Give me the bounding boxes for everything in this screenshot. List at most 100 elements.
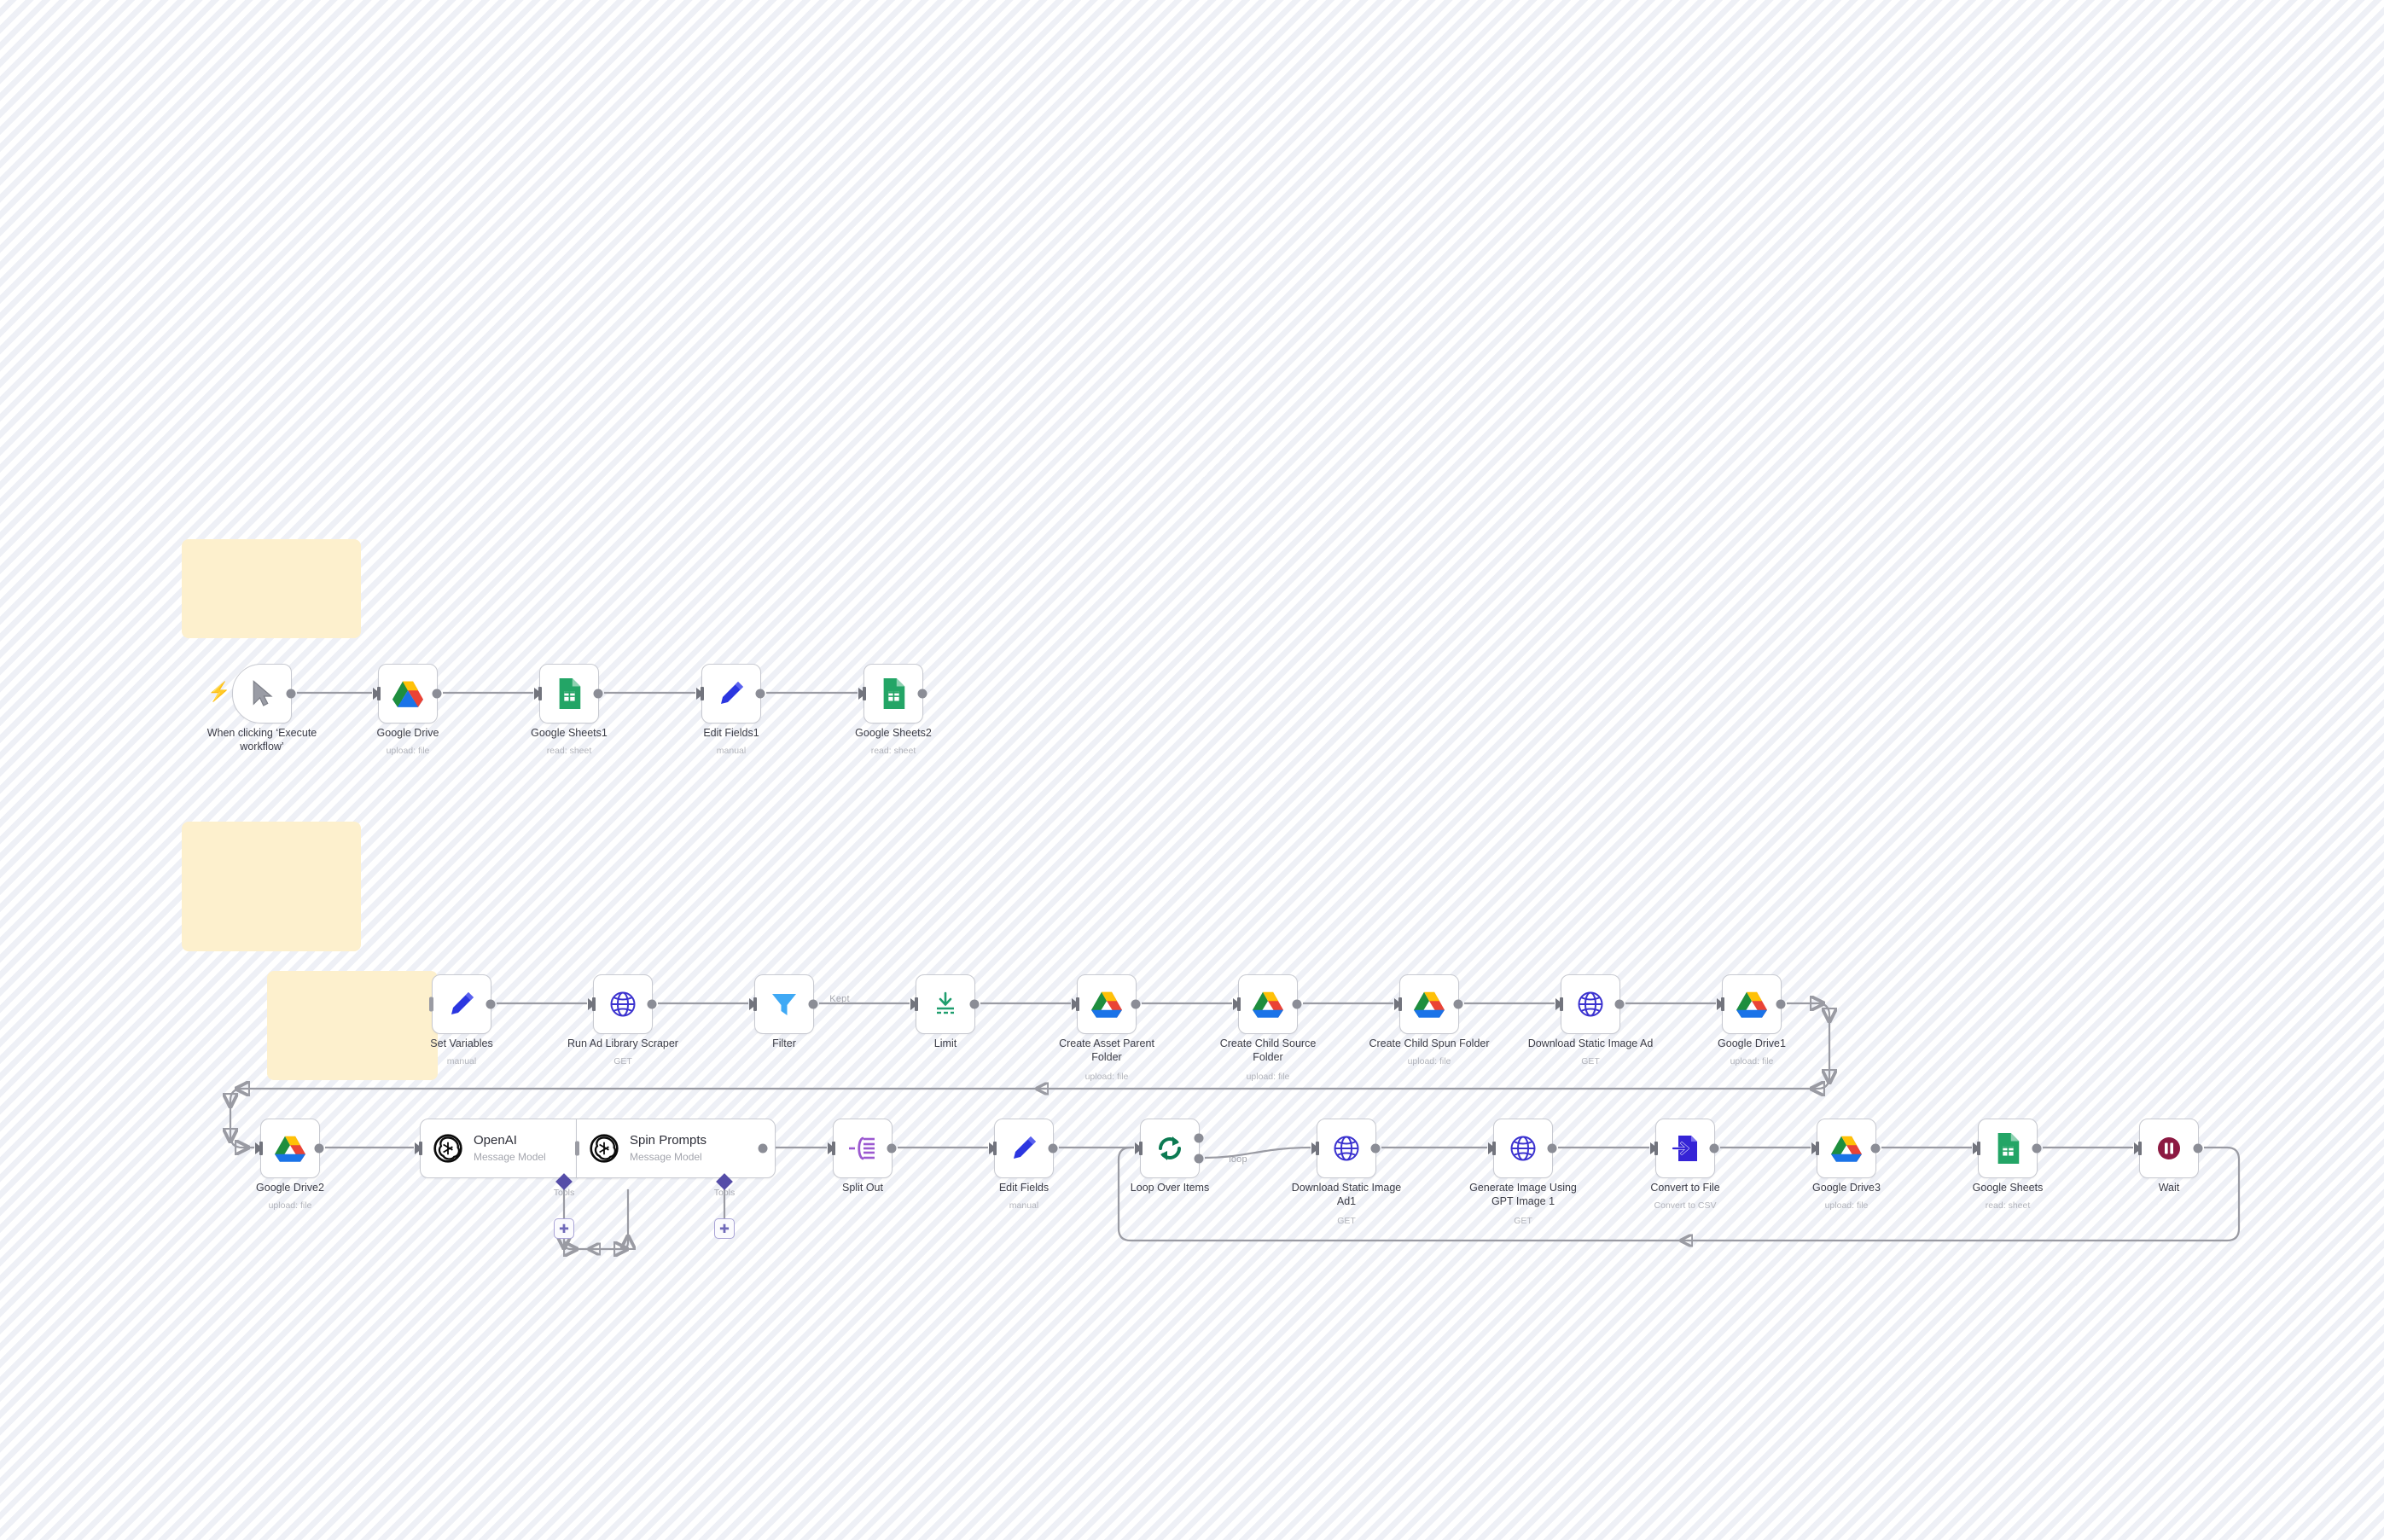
output-port[interactable] <box>314 1143 324 1154</box>
input-arrow-icon <box>1233 998 1241 1010</box>
output-port[interactable] <box>486 999 496 1009</box>
node-spin-prompts[interactable]: Spin Prompts Message Model <box>575 1119 776 1178</box>
node-google-drive[interactable]: Google Drive upload: file <box>373 664 442 756</box>
input-port[interactable] <box>377 687 381 700</box>
input-arrow-icon <box>749 998 757 1010</box>
output-port[interactable] <box>1709 1143 1719 1154</box>
node-filter[interactable]: Filter <box>749 974 818 1049</box>
output-port[interactable] <box>1453 999 1463 1009</box>
input-port[interactable] <box>1492 1142 1496 1155</box>
output-port[interactable] <box>1292 999 1302 1009</box>
node-generate-image-using-gpt-image-1[interactable]: Generate Image Using GPT Image 1 GET <box>1469 1119 1577 1226</box>
output-port-loop[interactable] <box>1194 1154 1204 1164</box>
node-download-static-image-ad[interactable]: Download Static Image Ad GET <box>1528 974 1653 1066</box>
output-port[interactable] <box>758 1143 768 1154</box>
edge-label-loop: loop <box>1229 1154 1247 1165</box>
input-arrow-icon <box>415 1142 422 1154</box>
node-loop-over-items[interactable]: Loop Over Items <box>1131 1119 1209 1194</box>
node-limit[interactable]: Limit <box>910 974 980 1049</box>
input-port[interactable] <box>575 1141 579 1156</box>
convert-to-file-icon <box>1672 1134 1699 1163</box>
node-subtitle: GET <box>1581 1056 1600 1066</box>
input-port[interactable] <box>429 997 433 1012</box>
node-create-child-source-folder[interactable]: Create Child Source Folder upload: file <box>1220 974 1316 1082</box>
node-edit-fields[interactable]: Edit Fields manual <box>989 1119 1058 1211</box>
cursor-icon <box>249 679 275 708</box>
input-port[interactable] <box>915 997 918 1011</box>
node-title: Google Sheets <box>1972 1182 2044 1194</box>
node-run-ad-library-scraper[interactable]: Run Ad Library Scraper GET <box>567 974 678 1066</box>
sticky-note[interactable] <box>182 822 361 951</box>
node-google-sheets[interactable]: Google Sheets read: sheet <box>1973 1119 2043 1211</box>
node-google-drive1[interactable]: Google Drive1 upload: file <box>1717 974 1786 1066</box>
pause-icon <box>2155 1135 2183 1162</box>
input-port[interactable] <box>1316 1142 1319 1155</box>
input-port[interactable] <box>863 687 866 700</box>
input-port[interactable] <box>538 687 542 700</box>
output-port[interactable] <box>1131 999 1141 1009</box>
output-port[interactable] <box>593 689 603 699</box>
output-port[interactable] <box>808 999 818 1009</box>
trigger-bolt-icon: ⚡ <box>207 681 231 702</box>
input-port[interactable] <box>259 1142 263 1155</box>
sticky-note[interactable] <box>182 539 361 638</box>
output-port[interactable] <box>2032 1143 2042 1154</box>
sticky-note[interactable] <box>267 971 438 1080</box>
node-google-drive3[interactable]: Google Drive3 upload: file <box>1811 1119 1881 1211</box>
input-port[interactable] <box>592 997 596 1011</box>
input-port[interactable] <box>993 1142 997 1155</box>
input-port[interactable] <box>753 997 757 1011</box>
node-google-sheets2[interactable]: Google Sheets2 read: sheet <box>855 664 932 756</box>
input-port[interactable] <box>1721 997 1724 1011</box>
output-port[interactable] <box>647 999 657 1009</box>
input-port[interactable] <box>1816 1142 1819 1155</box>
node-subtitle: manual <box>446 1056 477 1066</box>
node-subtitle: upload: file <box>1730 1056 1774 1066</box>
node-title: OpenAI <box>474 1133 517 1148</box>
output-port[interactable] <box>432 689 442 699</box>
add-tool-button-spin-prompts[interactable]: ✚ <box>714 1218 735 1239</box>
node-set-variables[interactable]: Set Variables manual <box>429 974 496 1066</box>
output-port[interactable] <box>1547 1143 1557 1154</box>
input-port[interactable] <box>1398 997 1402 1011</box>
input-port[interactable] <box>1560 997 1563 1011</box>
input-port[interactable] <box>419 1142 422 1155</box>
input-port[interactable] <box>2138 1142 2142 1155</box>
node-download-static-image-ad1[interactable]: Download Static Image Ad1 GET <box>1292 1119 1401 1226</box>
output-port[interactable] <box>1776 999 1786 1009</box>
node-split-out[interactable]: Split Out <box>828 1119 897 1194</box>
node-when-clicking-execute-workflow[interactable]: When clicking ‘Execute workflow’ <box>207 664 317 753</box>
node-google-sheets1[interactable]: Google Sheets1 read: sheet <box>531 664 608 756</box>
output-port[interactable] <box>2193 1143 2203 1154</box>
output-port[interactable] <box>1048 1143 1058 1154</box>
node-subtitle: GET <box>613 1056 632 1066</box>
output-port[interactable] <box>1614 999 1625 1009</box>
input-port[interactable] <box>1654 1142 1658 1155</box>
output-port[interactable] <box>887 1143 897 1154</box>
output-port[interactable] <box>969 999 980 1009</box>
add-tool-button-openai[interactable]: ✚ <box>554 1218 574 1239</box>
output-port[interactable] <box>1370 1143 1381 1154</box>
output-port[interactable] <box>755 689 765 699</box>
node-create-asset-parent-folder[interactable]: Create Asset Parent Folder upload: file <box>1059 974 1154 1082</box>
input-port[interactable] <box>1076 997 1079 1011</box>
node-edit-fields1[interactable]: Edit Fields1 manual <box>696 664 765 756</box>
node-wait[interactable]: Wait <box>2134 1119 2203 1194</box>
input-port[interactable] <box>1977 1142 1980 1155</box>
funnel-icon <box>770 991 798 1017</box>
output-port[interactable] <box>286 689 296 699</box>
input-port[interactable] <box>1237 997 1241 1011</box>
input-port[interactable] <box>701 687 704 700</box>
node-convert-to-file[interactable]: Convert to File Convert to CSV <box>1650 1119 1720 1211</box>
output-port[interactable] <box>1870 1143 1881 1154</box>
output-port[interactable] <box>917 689 927 699</box>
input-port[interactable] <box>1139 1142 1143 1155</box>
input-port[interactable] <box>832 1142 835 1155</box>
node-google-drive2[interactable]: Google Drive2 upload: file <box>255 1119 324 1211</box>
node-title: Set Variables <box>430 1037 493 1049</box>
node-create-child-spun-folder[interactable]: Create Child Spun Folder upload: file <box>1369 974 1490 1066</box>
node-title: Google Drive1 <box>1718 1037 1786 1049</box>
node-subtitle: manual <box>1009 1200 1039 1211</box>
output-port-done[interactable] <box>1194 1133 1204 1143</box>
